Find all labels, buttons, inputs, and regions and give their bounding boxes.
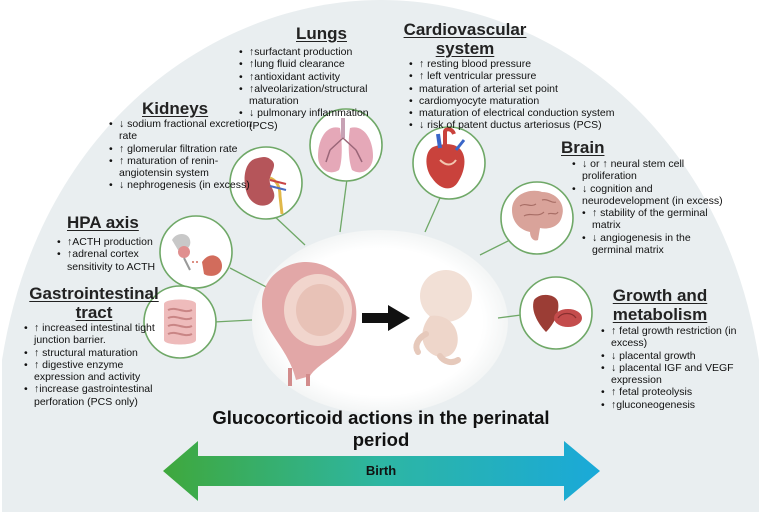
list-item: ↑increase gastrointestinal perforation (…	[24, 383, 169, 408]
hpa-effects: ↑ACTH production ↑adrenal cortex sensiti…	[55, 236, 179, 273]
lungs-heading: Lungs	[296, 24, 347, 43]
list-item: ↑antioxidant activity	[239, 71, 399, 84]
gastrointestinal-heading: Gastrointestinal tract	[29, 284, 159, 322]
lungs-effects: ↑surfactant production ↑lung fluid clear…	[237, 46, 399, 132]
cardiovascular-heading: Cardiovascular system	[403, 20, 527, 58]
list-item: ↓ pulmonary inflammation (PCS)	[239, 107, 399, 132]
list-item: cardiomyocyte maturation	[409, 95, 651, 108]
list-item: ↓ risk of patent ductus arteriosus (PCS)	[409, 119, 651, 132]
list-item: ↑adrenal cortex sensitivity to ACTH	[57, 248, 179, 273]
list-item: ↑lung fluid clearance	[239, 58, 399, 71]
list-item: ↓ or ↑ neural stem cell proliferation	[572, 158, 732, 183]
kidneys-heading: Kidneys	[142, 99, 209, 118]
kidneys-effects: ↓ sodium fractional excretion rate ↑ glo…	[107, 118, 257, 192]
brain-heading: Brain	[561, 138, 605, 157]
list-item: maturation of electrical conduction syst…	[409, 107, 651, 120]
list-item: ↑ fetal growth restriction (in excess)	[601, 325, 761, 350]
list-item: ↑ left ventricular pressure	[409, 70, 651, 83]
list-item: ↑ glomerular filtration rate	[109, 143, 257, 156]
list-item: ↑gluconeogenesis	[601, 399, 761, 412]
pregnant-uterus-icon	[262, 262, 357, 386]
growth-effects: ↑ fetal growth restriction (in excess) ↓…	[599, 325, 761, 411]
list-item: ↓ cognition and neurodevelopment (in exc…	[572, 183, 732, 208]
list-item: ↓ sodium fractional excretion rate	[109, 118, 257, 143]
birth-arrow	[163, 441, 600, 501]
list-item: ↑ACTH production	[57, 236, 179, 249]
list-item: ↓ placental IGF and VEGF expression	[601, 362, 761, 387]
gastrointestinal-effects: ↑ increased intestinal tight junction ba…	[22, 322, 169, 408]
list-item: ↓ nephrogenesis (in excess)	[109, 179, 257, 192]
list-item: ↑ increased intestinal tight junction ba…	[24, 322, 169, 347]
list-item: ↑ resting blood pressure	[409, 58, 651, 71]
transition-arrow	[362, 305, 410, 331]
birth-label: Birth	[365, 463, 397, 478]
list-item: maturation of arterial set point	[409, 83, 651, 96]
diagram-title: Glucocorticoid actions in the perinatal …	[212, 407, 550, 450]
fetus-icon	[413, 270, 472, 366]
list-item: ↑ digestive enzyme expression and activi…	[24, 359, 169, 384]
list-item: ↓ angiogenesis in the germinal matrix	[582, 232, 732, 257]
cardiovascular-effects: ↑ resting blood pressure ↑ left ventricu…	[407, 58, 651, 132]
list-item: ↓ placental growth	[601, 350, 761, 363]
list-item: ↑ maturation of renin-angiotensin system	[109, 155, 257, 180]
list-item: ↑ fetal proteolysis	[601, 386, 761, 399]
hpa-heading: HPA axis	[67, 213, 139, 232]
list-item: ↑surfactant production	[239, 46, 399, 59]
growth-heading: Growth and metabolism	[612, 286, 708, 324]
brain-effects: ↓ or ↑ neural stem cell proliferation ↓ …	[570, 158, 732, 256]
list-item: ↑alveolarization/structural maturation	[239, 83, 399, 108]
list-item: ↑ stability of the germinal matrix	[582, 207, 732, 232]
list-item: ↑ structural maturation	[24, 347, 169, 360]
